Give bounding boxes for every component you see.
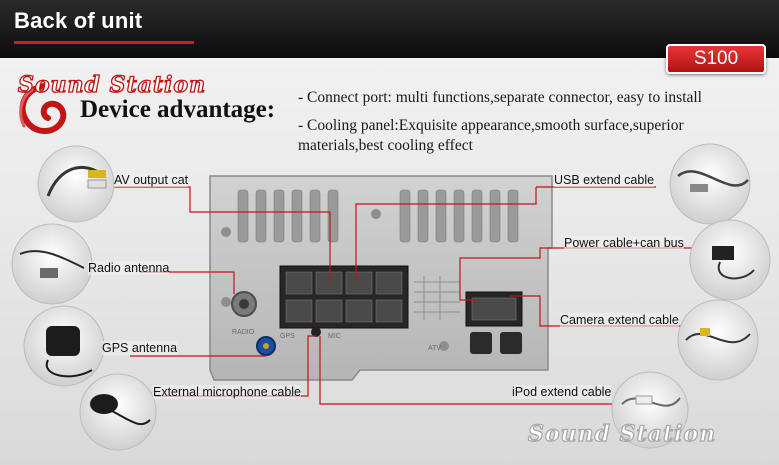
panel-label-radio: RADIO xyxy=(232,329,255,336)
panel-label-gps: GPS xyxy=(280,333,295,340)
brand-logo-top: Sound Station xyxy=(17,71,207,98)
callout-camera-cable: Camera extend cable xyxy=(560,313,679,327)
model-badge: S100 xyxy=(666,44,766,74)
usb-cable-photo-icon xyxy=(669,143,751,225)
advantage-item-connect: - Connect port: multi functions,separate… xyxy=(298,89,702,106)
brand-logo-bottom: Sound Station xyxy=(527,420,717,447)
back-panel xyxy=(209,175,553,381)
callout-av-output: AV output cat xyxy=(114,173,189,187)
callout-radio-antenna: Radio antenna xyxy=(88,261,170,275)
panel-label-atv: ATV xyxy=(428,345,441,352)
header-bar: Back of unit xyxy=(0,0,779,58)
swirl-logo-icon xyxy=(19,83,67,134)
advantage-item-cooling: - Cooling panel:Exquisite appearance,smo… xyxy=(298,117,684,154)
ipod-cable-photo-icon xyxy=(611,371,689,449)
callout-usb-cable: USB extend cable xyxy=(554,173,655,187)
page-title: Back of unit xyxy=(14,8,143,33)
callout-power-cable: Power cable+can bus xyxy=(564,236,684,250)
accessory-photos xyxy=(11,143,771,451)
radio-antenna-photo-icon xyxy=(11,223,93,305)
title-underline xyxy=(14,41,194,44)
panel-label-mic: MIC xyxy=(328,333,341,340)
advantage-heading: Device advantage: xyxy=(80,96,276,123)
callout-ipod-cable: iPod extend cable xyxy=(512,385,612,399)
callout-mic-cable: External microphone cable xyxy=(153,385,301,399)
callout-gps-antenna: GPS antenna xyxy=(102,341,178,355)
microphone-photo-icon xyxy=(79,373,157,451)
